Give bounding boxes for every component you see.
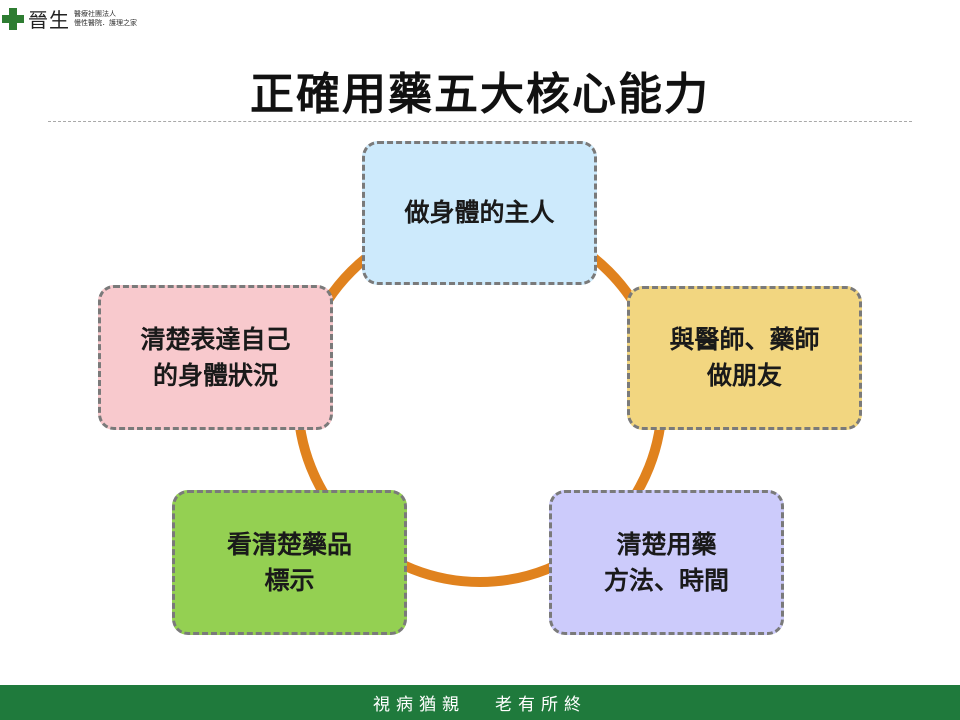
logo-name: 晉生: [28, 8, 70, 32]
node-2-line-2: 做朋友: [706, 361, 782, 390]
node-5-line-2: 的身體狀況: [152, 360, 278, 390]
node-express-body-condition: 清楚表達自己 的身體狀況: [98, 285, 333, 430]
node-1-line-1: 做身體的主人: [404, 198, 555, 227]
slide-title: 正確用藥五大核心能力: [250, 69, 710, 120]
footer-motto-right: 老有所終: [495, 695, 587, 715]
node-friends-with-doctors: 與醫師、藥師 做朋友: [627, 286, 862, 430]
footer-motto-left: 視病猶親: [373, 695, 465, 715]
node-4-line-1: 看清楚藥品: [226, 529, 352, 559]
logo-sub-line-1: 醫療社團法人: [74, 9, 116, 18]
medical-cross-icon: [2, 7, 24, 30]
logo-sub-line-2: 慢性醫院．護理之家: [74, 18, 137, 27]
node-2-line-1: 與醫師、藥師: [669, 325, 820, 354]
hospital-logo: 晉生 醫療社團法人 慢性醫院．護理之家: [2, 4, 137, 33]
node-own-body-master: 做身體的主人: [362, 141, 597, 285]
footer-banner: 視病猶親 老有所終: [0, 685, 960, 720]
title-divider: [48, 121, 912, 122]
node-5-line-1: 清楚表達自己: [140, 324, 291, 354]
node-read-drug-labels: 看清楚藥品 標示: [172, 490, 407, 635]
node-3-line-1: 清楚用藥: [616, 529, 717, 559]
node-3-line-2: 方法、時間: [603, 565, 729, 595]
logo-subtitle: 醫療社團法人 慢性醫院．護理之家: [74, 10, 137, 28]
node-medication-method: 清楚用藥 方法、時間: [549, 490, 784, 635]
node-4-line-2: 標示: [264, 565, 315, 595]
